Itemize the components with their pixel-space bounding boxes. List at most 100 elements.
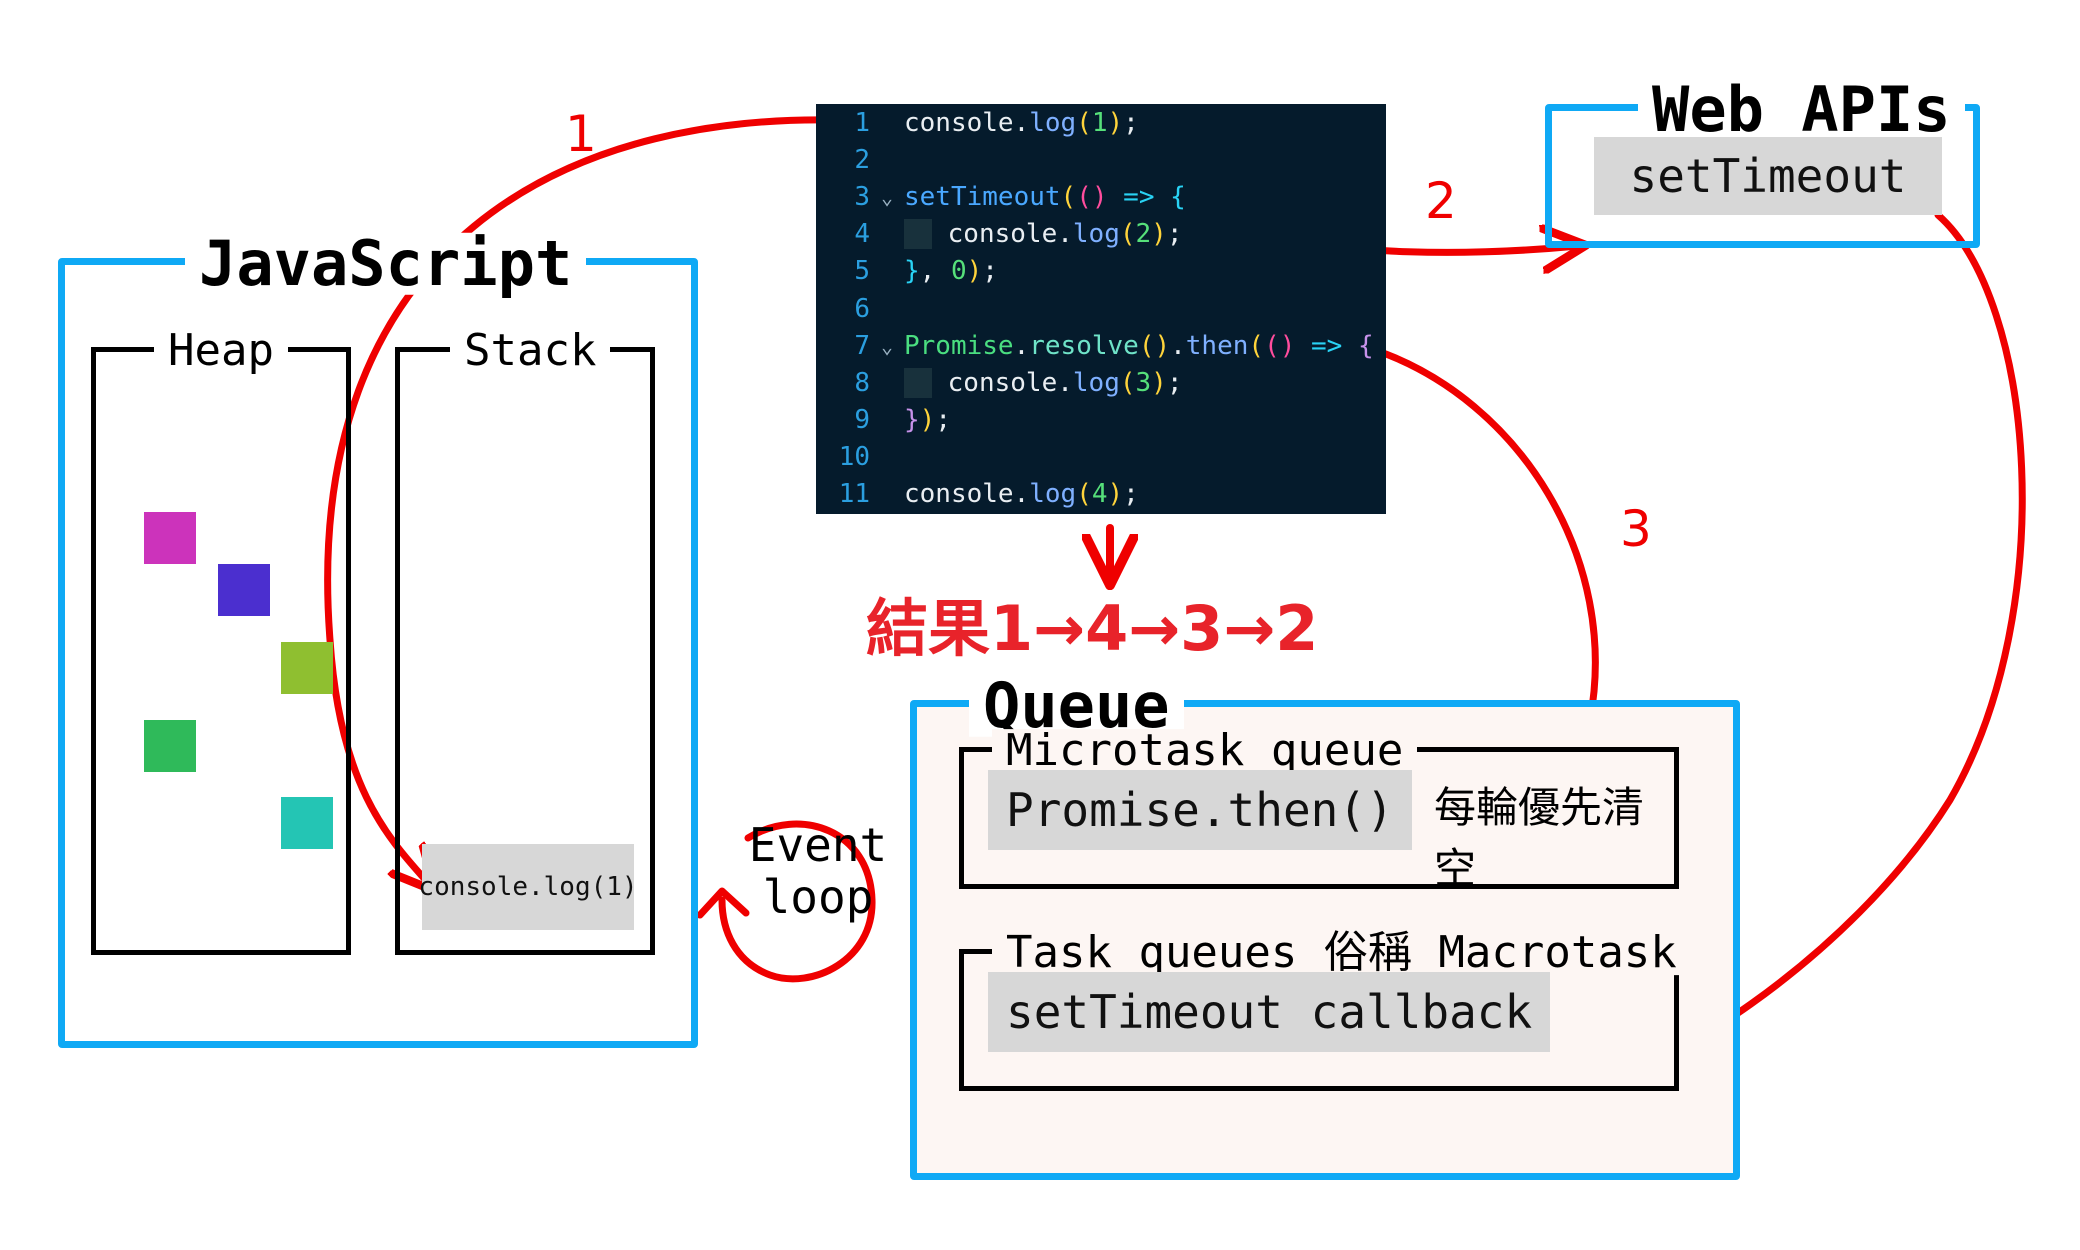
code-token: ( xyxy=(1076,479,1092,510)
code-token: ( xyxy=(1119,367,1136,398)
code-token xyxy=(1108,182,1124,212)
code-line-content: Promise.resolve().then(() => { xyxy=(904,331,1386,361)
heap-cell-4 xyxy=(144,720,196,772)
heap-cell-2 xyxy=(218,564,270,616)
code-token: ( xyxy=(1076,181,1092,212)
step-marker-2: 2 xyxy=(1425,172,1457,230)
event-loop-label-group: Event loop xyxy=(718,818,918,924)
microtask-queue-box: Microtask queue Promise.then() 每輪優先清空 xyxy=(959,729,1679,893)
chevron-down-icon[interactable]: ⌄ xyxy=(880,184,894,209)
code-token: 0 xyxy=(950,256,967,287)
code-line[interactable]: 10 xyxy=(816,439,1386,476)
code-token: , xyxy=(919,256,951,287)
code-token: 1 xyxy=(1091,107,1108,138)
code-token: } xyxy=(904,405,920,436)
code-line-content: console.log(1); xyxy=(904,108,1386,138)
code-line-number: 8 xyxy=(854,367,870,398)
indent-guide xyxy=(904,219,932,250)
queue-title: Queue xyxy=(969,674,1184,737)
code-token: { xyxy=(1170,181,1186,212)
event-loop-line-1: Event xyxy=(748,818,888,872)
code-line[interactable]: 4 console.log(2); xyxy=(816,216,1386,253)
code-token xyxy=(1154,182,1170,212)
heap-cell-3 xyxy=(281,642,333,694)
event-loop-line-2: loop xyxy=(762,869,874,924)
code-token: ( xyxy=(1119,219,1136,250)
code-token: 4 xyxy=(1091,479,1108,510)
code-token: ) xyxy=(1151,219,1167,250)
code-token: ( xyxy=(1248,330,1265,361)
code-token: resolve xyxy=(1029,330,1139,361)
code-token: then xyxy=(1185,330,1249,361)
code-line-number: 4 xyxy=(854,219,870,250)
code-line-content: console.log(2); xyxy=(904,219,1386,250)
code-line-number: 6 xyxy=(854,293,870,324)
heap-cell-1 xyxy=(144,512,196,564)
code-token: ) xyxy=(1107,107,1124,138)
code-token: 2 xyxy=(1135,219,1152,250)
code-line-number: 10 xyxy=(838,442,870,473)
code-line-number: 5 xyxy=(854,256,870,287)
code-token: ; xyxy=(1123,479,1139,510)
code-line[interactable]: 7⌄Promise.resolve().then(() => { xyxy=(816,327,1386,364)
web-apis-title: Web APIs xyxy=(1638,78,1965,141)
web-apis-box: Web APIs setTimeout xyxy=(1545,78,1980,248)
javascript-box: JavaScript Heap Stack console.log(1) xyxy=(58,232,698,1048)
task-queue-title: Task queues 俗稱 Macrotask xyxy=(992,931,1691,976)
code-line[interactable]: 8 console.log(3); xyxy=(816,364,1386,401)
stack-box-title: Stack xyxy=(450,329,611,374)
code-line-number: 3 xyxy=(854,181,870,212)
task-queue-box: Task queues 俗稱 Macrotask setTimeout call… xyxy=(959,931,1691,1091)
code-token: ) xyxy=(1091,181,1108,212)
code-line-number: 2 xyxy=(854,144,870,175)
code-token: setTimeout xyxy=(904,181,1061,212)
code-token: ) xyxy=(1151,367,1167,398)
code-token: console xyxy=(904,107,1014,138)
code-token: ; xyxy=(1166,367,1183,398)
code-line-number: 7 xyxy=(854,330,870,361)
code-line[interactable]: 2 xyxy=(816,141,1386,178)
code-line[interactable]: 6 xyxy=(816,290,1386,327)
code-token: ) xyxy=(1107,479,1124,510)
microtask-queue-title: Microtask queue xyxy=(992,729,1418,774)
code-token: . xyxy=(1013,107,1030,138)
code-token: ) xyxy=(1154,330,1171,361)
code-token: console xyxy=(947,367,1058,398)
code-token: . xyxy=(1013,330,1030,361)
code-line[interactable]: 3⌄setTimeout(() => { xyxy=(816,178,1386,215)
stack-frame-console-log-1: console.log(1) xyxy=(418,844,638,930)
microtask-note: 每輪優先清空 xyxy=(1434,783,1645,893)
code-token: console xyxy=(904,479,1014,510)
heap-box: Heap xyxy=(91,329,351,955)
web-apis-item-settimeout: setTimeout xyxy=(1594,137,1942,215)
code-token: 3 xyxy=(1135,367,1152,398)
heap-box-title: Heap xyxy=(154,329,288,374)
code-line[interactable]: 5}, 0); xyxy=(816,253,1386,290)
code-token: { xyxy=(1358,330,1374,361)
step-marker-3: 3 xyxy=(1620,500,1652,558)
chevron-down-icon[interactable]: ⌄ xyxy=(880,333,894,358)
code-line[interactable]: 9}); xyxy=(816,402,1386,439)
code-token: Promise xyxy=(904,330,1014,361)
indent-guide xyxy=(904,367,932,398)
code-token: ( xyxy=(1138,330,1155,361)
code-token xyxy=(1342,331,1358,361)
code-token: ; xyxy=(1166,219,1183,250)
code-token: . xyxy=(1013,479,1030,510)
code-token: ) xyxy=(919,405,936,436)
code-token: log xyxy=(1029,479,1077,510)
javascript-box-title: JavaScript xyxy=(185,232,587,295)
code-token: ; xyxy=(1123,107,1139,138)
code-token: ) xyxy=(966,256,983,287)
code-token: . xyxy=(1057,219,1073,250)
code-line-content: setTimeout(() => { xyxy=(904,182,1386,212)
code-token: ; xyxy=(935,405,951,436)
code-token: log xyxy=(1072,367,1120,398)
code-token: ; xyxy=(982,256,998,287)
code-token: ( xyxy=(1264,330,1280,361)
step-marker-1: 1 xyxy=(565,105,597,163)
code-token: } xyxy=(904,256,920,287)
